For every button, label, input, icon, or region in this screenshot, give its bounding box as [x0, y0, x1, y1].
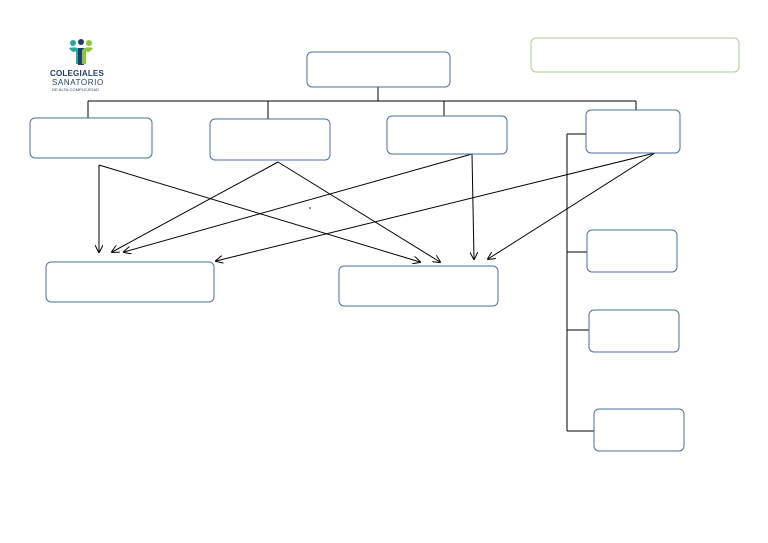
box-level1-d: [585, 109, 681, 154]
box-right-1: [586, 229, 678, 273]
note-box: [530, 37, 740, 73]
box-level2-center: [338, 265, 499, 307]
sanatorio-logo: COLEGIALES SANATORIO DE ALTA COMPLEJIDAD: [50, 38, 114, 94]
box-top: [306, 51, 451, 88]
logo-text-colegiales: COLEGIALES: [50, 69, 105, 78]
arrows: [99, 152, 656, 262]
box-level1-b: [209, 118, 331, 161]
arrow: [277, 161, 440, 262]
logo-text-subtitle: DE ALTA COMPLEJIDAD: [52, 87, 100, 92]
box-level1-a: [29, 117, 153, 159]
arrow: [472, 153, 474, 259]
box-level2-left: [45, 261, 215, 303]
boxes: [29, 51, 685, 452]
stray-dot: [309, 207, 311, 209]
box-right-2: [588, 309, 680, 353]
logo-people-icon: [69, 39, 93, 65]
box-level1-c: [386, 115, 508, 155]
arrow: [112, 161, 279, 252]
arrow: [216, 152, 656, 261]
arrow: [124, 153, 473, 252]
arrow: [488, 152, 656, 259]
tree-connectors: [87, 87, 637, 432]
logo-text-sanatorio: SANATORIO: [52, 78, 104, 87]
box-right-3: [593, 408, 685, 452]
